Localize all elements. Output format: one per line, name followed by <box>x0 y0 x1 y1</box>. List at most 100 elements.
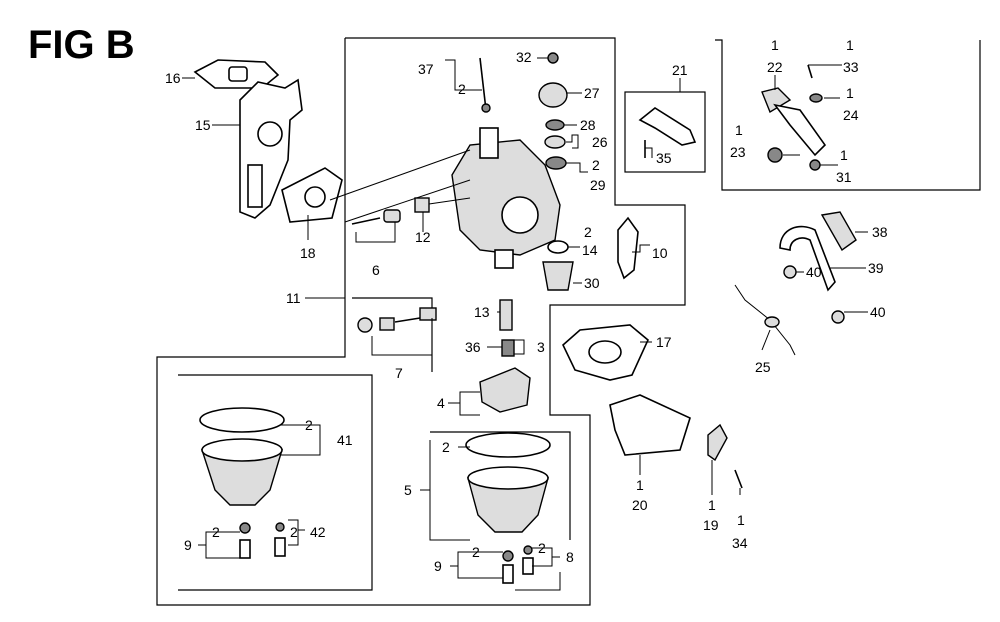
throttle-arm <box>773 103 827 157</box>
nut-31 <box>809 159 821 171</box>
spring-26 <box>544 135 566 149</box>
pilot-screw-6 <box>351 209 401 225</box>
lever-group-box <box>715 39 981 191</box>
callout-32: 32 <box>516 49 532 65</box>
callout-41: 41 <box>337 432 353 448</box>
drain-screw-8 <box>522 545 534 575</box>
callout-27: 27 <box>584 85 600 101</box>
screw-set-7 <box>357 307 437 333</box>
callout-12: 12 <box>415 229 431 245</box>
callout-36: 36 <box>465 339 481 355</box>
insulator-plate-15 <box>239 78 303 219</box>
callout-34-qty: 1 <box>737 512 745 528</box>
callout-22-qty: 1 <box>771 37 779 53</box>
washer-24 <box>809 93 823 103</box>
screw-37 <box>479 57 491 113</box>
callout-9a: 9 <box>184 537 192 553</box>
callout-10: 10 <box>652 245 668 261</box>
drain-screw-9b <box>502 550 514 584</box>
screw-33 <box>807 64 813 79</box>
callout-23-qty: 1 <box>735 122 743 138</box>
callout-6: 6 <box>372 262 380 278</box>
callout-40a: 40 <box>806 264 822 280</box>
gasket-18 <box>281 167 343 223</box>
callout-26: 26 <box>592 134 608 150</box>
callout-24-qty: 1 <box>846 85 854 101</box>
drain-screw-9a <box>239 522 251 559</box>
callout-31: 31 <box>836 169 852 185</box>
float-10 <box>617 216 639 280</box>
callout-28: 28 <box>580 117 596 133</box>
jet-30 <box>542 261 574 291</box>
leader-lines <box>182 57 868 591</box>
callout-42-qty: 2 <box>290 524 298 540</box>
callout-37: 37 <box>418 61 434 77</box>
callout-23: 23 <box>730 144 746 160</box>
spring-23 <box>767 147 783 163</box>
callout-37-qty: 2 <box>458 81 466 97</box>
arm-19 <box>707 423 728 462</box>
callout-35: 35 <box>656 150 672 166</box>
callout-labels: 16 15 18 11 6 12 7 37 2 32 27 28 26 2 29… <box>165 37 888 574</box>
figure-title: FIG B <box>28 23 135 67</box>
callout-19-qty: 1 <box>708 497 716 513</box>
spring-36 <box>501 339 515 357</box>
callout-20: 20 <box>632 497 648 513</box>
callout-9b: 9 <box>434 558 442 574</box>
callout-8-qty: 2 <box>538 540 546 556</box>
callout-29: 29 <box>590 177 606 193</box>
ring-28 <box>545 119 565 131</box>
lever-22 <box>761 87 792 114</box>
callout-31-qty: 1 <box>840 147 848 163</box>
breather-clip <box>764 316 780 328</box>
fuel-tube-39 <box>779 211 857 292</box>
callout-13: 13 <box>474 304 490 320</box>
choke-group-box <box>624 91 706 173</box>
callout-20-qty: 1 <box>636 477 644 493</box>
callout-22: 22 <box>767 59 783 75</box>
callout-24: 24 <box>843 107 859 123</box>
callout-40b: 40 <box>870 304 886 320</box>
clip-40b <box>831 310 845 324</box>
choke-rod-21 <box>638 107 697 158</box>
callout-15: 15 <box>195 117 211 133</box>
callout-30: 30 <box>584 275 600 291</box>
callout-9a-qty: 2 <box>212 524 220 540</box>
callout-29-qty: 2 <box>592 157 600 173</box>
oring-29 <box>545 156 567 170</box>
cap-27 <box>538 82 568 108</box>
callout-33-qty: 1 <box>846 37 854 53</box>
bolt-34 <box>734 469 743 489</box>
callout-14: 14 <box>582 242 598 258</box>
screw-32 <box>547 52 559 64</box>
gasket-16 <box>193 59 280 89</box>
float-bowl-5 <box>465 432 551 533</box>
carburetor-assembly-outline <box>156 37 686 606</box>
carburetor-body <box>329 127 561 269</box>
callout-14-qty: 2 <box>584 224 592 240</box>
float-bowl-41 <box>199 407 285 506</box>
callout-42: 42 <box>310 524 326 540</box>
bracket-20 <box>609 394 691 456</box>
callout-17: 17 <box>656 334 672 350</box>
callout-5: 5 <box>404 482 412 498</box>
callout-41-qty: 2 <box>305 417 313 433</box>
callout-18: 18 <box>300 245 316 261</box>
needle-12 <box>414 197 471 213</box>
callout-16: 16 <box>165 70 181 86</box>
callout-21: 21 <box>672 62 688 78</box>
callout-9b-qty: 2 <box>472 544 480 560</box>
clip-40a <box>783 265 797 279</box>
callout-8: 8 <box>566 549 574 565</box>
drain-screw-42 <box>274 522 286 557</box>
callout-4: 4 <box>437 395 445 411</box>
callout-5-qty: 2 <box>442 439 450 455</box>
gasket-14 <box>547 240 569 254</box>
gasket-17 <box>562 324 649 381</box>
callout-11: 11 <box>286 290 301 306</box>
callout-7: 7 <box>395 365 403 381</box>
callout-39: 39 <box>868 260 884 276</box>
callout-3: 3 <box>537 339 545 355</box>
nozzle-13 <box>499 299 513 331</box>
